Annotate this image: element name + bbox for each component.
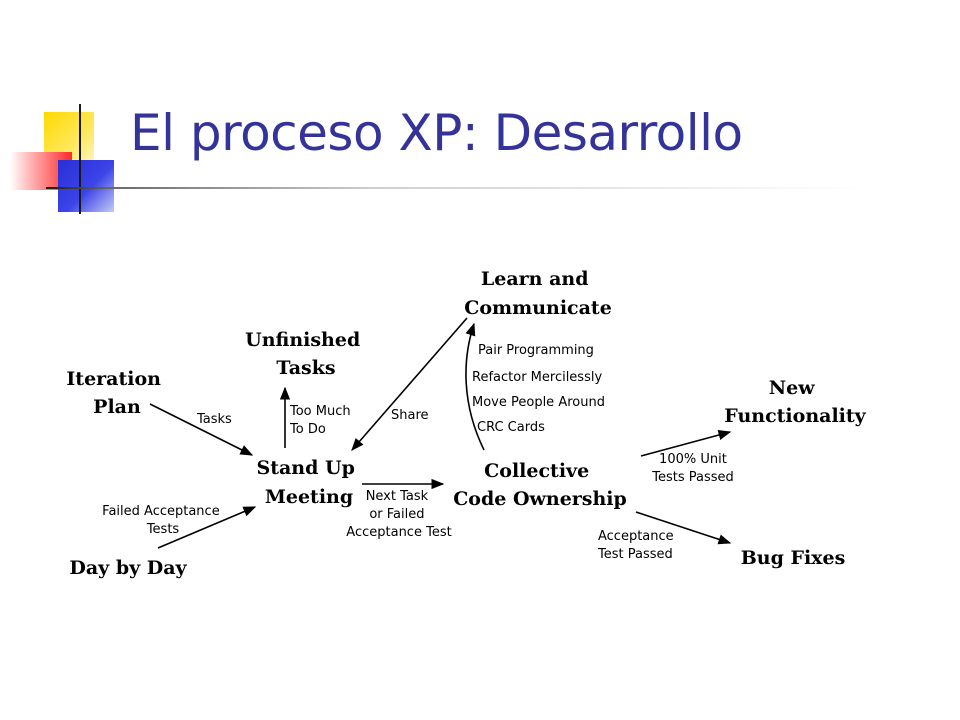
node-stand-up-meeting-line: Meeting [265,486,353,508]
label-share-line: Share [391,408,429,423]
node-iteration-plan: Iteration Plan [66,368,167,418]
node-learn-communicate-line: Learn and [481,268,589,290]
edge-collective-to-communicate [465,322,485,451]
node-new-functionality-line: Functionality [724,405,866,427]
label-unit-tests-passed: 100% Unit Tests Passed [651,452,734,485]
decor-blue-square [58,160,114,212]
edge-iteration-to-standup [149,403,254,456]
title-underline [46,187,866,189]
label-failed-acceptance-line: Failed Acceptance [102,504,220,519]
node-stand-up-meeting: Stand Up Meeting [256,457,361,508]
label-next-task-line: Acceptance Test [346,525,451,540]
label-tasks-line: Tasks [196,412,232,427]
label-unit-tests-line: 100% Unit [659,452,727,467]
node-collective-line: Code Ownership [453,488,627,510]
slide-title: El proceso XP: Desarrollo [130,104,743,162]
label-too-much-to-do: Too Much To Do [289,404,355,437]
label-unit-tests-line: Tests Passed [651,470,734,485]
node-unfinished-tasks-line: Unfinished [245,329,360,351]
node-stand-up-meeting-line: Stand Up [256,457,354,479]
node-new-functionality: New Functionality [724,377,866,427]
node-iteration-plan-line: Iteration [66,368,161,390]
edge-daybyday-to-standup [157,506,257,549]
decor-vertical-line [79,104,81,214]
practice-item: Move People Around [472,395,605,410]
label-acceptance-passed-line: Acceptance [598,529,674,544]
node-learn-and-communicate: Learn and Communicate [464,268,612,319]
node-bug-fixes-line: Bug Fixes [741,547,846,569]
edge-communicate-to-standup [351,317,468,451]
edge-collective-to-newfunctionality [640,430,732,457]
node-bug-fixes: Bug Fixes [741,547,846,569]
label-acceptance-test-passed: Acceptance Test Passed [597,529,678,562]
label-failed-acceptance-line: Tests [146,522,180,537]
label-failed-acceptance-tests: Failed Acceptance Tests [102,504,224,537]
practice-item: Refactor Mercilessly [472,370,602,385]
node-unfinished-tasks: Unfinished Tasks [245,329,367,379]
node-new-functionality-line: New [769,377,815,399]
label-too-much-line: To Do [289,422,326,437]
label-next-task-line: Next Task [366,489,429,504]
node-day-by-day-line: Day by Day [69,557,187,579]
label-share: Share [391,408,429,423]
node-learn-communicate-line: Communicate [464,297,612,319]
practice-item: CRC Cards [477,420,545,435]
node-day-by-day: Day by Day [69,557,187,579]
edge-collective-to-bugfixes [635,511,732,545]
node-collective-code-ownership: Collective Code Ownership [453,460,627,510]
label-too-much-line: Too Much [289,404,351,419]
node-iteration-plan-line: Plan [93,396,141,418]
label-next-task-line: or Failed [369,507,424,522]
practices-list: Pair Programming Refactor Mercilessly Mo… [472,343,609,435]
label-next-task: Next Task or Failed Acceptance Test [346,489,451,540]
node-collective-line: Collective [484,460,589,482]
label-tasks: Tasks [196,412,232,427]
label-acceptance-passed-line: Test Passed [597,547,673,562]
practice-item: Pair Programming [478,343,594,358]
node-unfinished-tasks-line: Tasks [276,357,335,379]
